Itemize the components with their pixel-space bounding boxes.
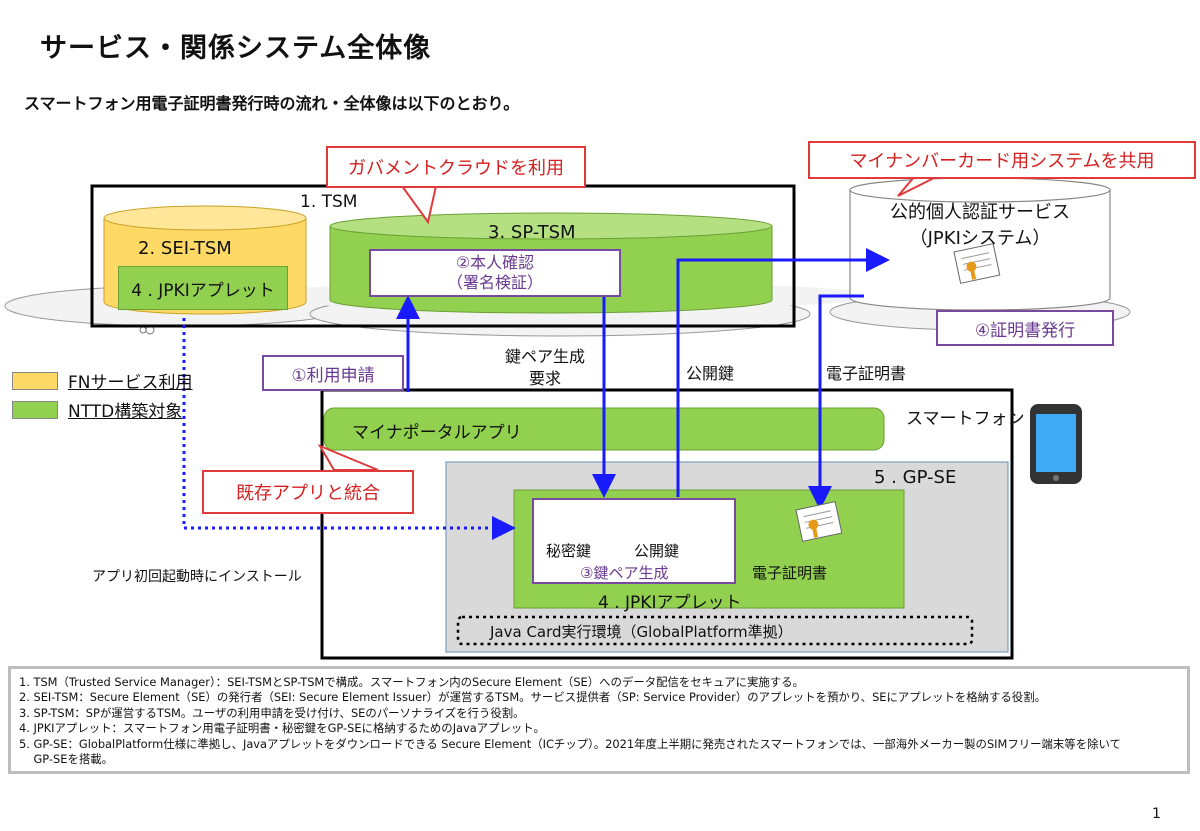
jpki-service-line1: 公的個人認証サービス <box>890 202 1070 223</box>
legend-item-nttd: NTTD構築対象 <box>12 397 193 422</box>
callout-existing-app: 既存アプリと統合 <box>202 470 414 514</box>
legend-label-fn: FNサービス利用 <box>68 373 193 393</box>
legend-label-nttd: NTTD構築対象 <box>68 402 183 422</box>
flow-arrows <box>182 248 890 540</box>
legend-swatch-green <box>12 400 58 419</box>
footnote-5-cont: GP-SEを搭載。 <box>19 752 114 767</box>
sp-tsm-label: 3. SP-TSM <box>488 222 576 243</box>
certificate-flow-label: 電子証明書 <box>826 364 907 383</box>
e-certificate-label: 電子証明書 <box>752 564 828 582</box>
public-key-flow-label: 公開鍵 <box>686 364 735 383</box>
gp-se-label: 5 . GP-SE <box>874 467 957 488</box>
tsm-label: 1. TSM <box>300 192 358 212</box>
certificate-icon-applet <box>795 501 843 542</box>
keypair-request-line2: 要求 <box>528 369 561 388</box>
java-card-box <box>456 615 974 646</box>
legend-item-fn: FNサービス利用 <box>12 368 193 393</box>
jpki-service: 公的個人認証サービス （JPKIシステム） <box>850 200 1110 252</box>
jpki-service-line2: （JPKIシステム） <box>909 228 1051 249</box>
keypair-request-line1: 鍵ペア生成 <box>504 347 585 366</box>
install-note: アプリ初回起動時にインストール <box>92 569 302 585</box>
legend-swatch-yellow <box>12 371 58 390</box>
footnotes-box: 1. TSM（Trusted Service Manager）：SEI-TSMと… <box>8 666 1190 774</box>
footnote-3: 3. SP-TSM：SPが運営するTSM。ユーザの利用申請を受け付け、SEのパー… <box>19 705 525 720</box>
certificate-icon <box>953 243 1001 284</box>
public-key-label: 公開鍵 <box>634 542 680 560</box>
callout-gov-cloud: ガバメントクラウドを利用 <box>326 146 586 188</box>
page-title: サービス・関係システム全体像 <box>40 33 432 64</box>
myna-portal-app-label: マイナポータルアプリ <box>352 423 522 443</box>
jpki-applet-small: 4 . JPKIアプレット <box>118 266 288 310</box>
smartphone-icon <box>1030 404 1082 484</box>
footnote-4: 4. JPKIアプレット：スマートフォン用電子証明書・秘密鍵をGP-SEに格納す… <box>19 721 545 736</box>
identity-check-box: ②本人確認 （署名検証） <box>369 249 621 297</box>
usage-request-box: ①利用申請 <box>262 355 404 391</box>
keypair-request-label: 鍵ペア生成 要求 <box>490 346 600 390</box>
callout-mynumber: マイナンバーカード用システムを共用 <box>808 141 1196 179</box>
keypair-gen-label: ③鍵ペア生成 <box>580 564 669 582</box>
identity-check-line2: （署名検証） <box>446 273 543 292</box>
java-card-env-label: Java Card実行環境（GlobalPlatform準拠） <box>490 623 793 641</box>
jpki-applet-big-label: 4 . JPKIアプレット <box>598 593 742 613</box>
sei-tsm-label: 2. SEI-TSM <box>138 238 232 259</box>
page-subtitle: スマートフォン用電子証明書発行時の流れ・全体像は以下のとおり。 <box>24 94 520 113</box>
private-key-label: 秘密鍵 <box>546 542 592 560</box>
footnote-1: 1. TSM（Trusted Service Manager）：SEI-TSMと… <box>19 675 804 689</box>
cert-issue-box: ④証明書発行 <box>936 310 1114 346</box>
page-number: 1 <box>1152 806 1161 822</box>
footnote-2: 2. SEI-TSM：Secure Element（SE）の発行者（SEI: S… <box>19 690 1046 705</box>
keypair-box <box>532 498 736 584</box>
smartphone-label: スマートフォン <box>906 409 1025 429</box>
identity-check-line1: ②本人確認 <box>455 253 535 272</box>
legend: FNサービス利用 NTTD構築対象 <box>12 368 193 422</box>
footnote-5: 5. GP-SE：GlobalPlatform仕様に準拠し、Javaアプレットを… <box>19 736 1121 751</box>
